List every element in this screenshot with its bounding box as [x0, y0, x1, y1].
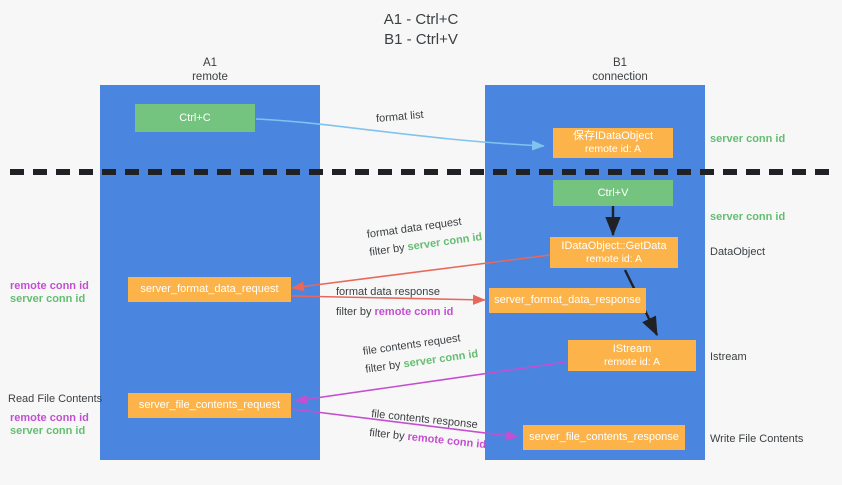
node-ctrl-v[interactable]: Ctrl+V — [553, 180, 673, 206]
filter-prefix: filter by — [336, 306, 375, 318]
node-istream-line2: remote id: A — [603, 355, 661, 368]
node-save-dataobject[interactable]: 保存IDataObject remote id: A — [553, 128, 673, 158]
page-title: A1 - Ctrl+C B1 - Ctrl+V — [0, 10, 842, 50]
node-getdata-line2: remote id: A — [585, 252, 643, 265]
annotation-istream: Istream — [710, 351, 747, 363]
column-header-a1-role: remote — [192, 71, 228, 83]
filter-prefix: filter by — [368, 241, 409, 259]
edge-label-format-data-response: format data response — [336, 286, 440, 298]
annotation-read-file-contents: Read File Contents — [8, 393, 103, 405]
column-header-b1: B1 connection — [530, 56, 710, 84]
edge-label-format-list: format list — [375, 108, 425, 126]
node-istream-line1: IStream — [612, 342, 652, 355]
annotation-server-conn-id-mid-left: server conn id — [10, 293, 86, 305]
node-server-file-contents-request-label: server_file_contents_request — [138, 399, 281, 411]
annotation-write-file-contents: Write File Contents — [710, 433, 804, 445]
filter-prefix: filter by — [364, 358, 405, 376]
node-server-file-contents-response-label: server_file_contents_response — [529, 431, 679, 443]
node-server-format-data-request[interactable]: server_format_data_request — [128, 277, 291, 302]
column-header-b1-role: connection — [592, 71, 648, 83]
edge-label-file-contents-request-group: file contents request filter by server c… — [362, 329, 479, 377]
title-line-2: B1 - Ctrl+V — [384, 31, 458, 48]
annotation-dataobject: DataObject — [710, 246, 766, 258]
edge-label-format-data-request-group: format data request filter by server con… — [366, 212, 483, 260]
edge-label-format-data-response-filter: filter by remote conn id — [336, 305, 453, 319]
column-header-a1-name: A1 — [202, 57, 218, 69]
annotation-server-conn-id-mid: server conn id — [710, 211, 786, 223]
node-ctrl-c[interactable]: Ctrl+C — [135, 104, 255, 132]
filter-prefix: filter by — [368, 426, 409, 443]
node-server-format-data-request-label: server_format_data_request — [140, 283, 279, 295]
node-save-dataobject-line2: remote id: A — [584, 143, 642, 155]
annotation-remote-conn-id-mid: remote conn id — [10, 280, 89, 292]
node-getdata-line1: IDataObject::GetData — [561, 239, 667, 252]
node-istream[interactable]: IStream remote id: A — [568, 340, 696, 371]
annotation-server-conn-id-top: server conn id — [710, 133, 786, 145]
filter-value-remote-conn-id: remote conn id — [406, 430, 487, 452]
node-server-format-data-response-label: server_format_data_response — [494, 294, 641, 306]
node-save-dataobject-line1: 保存IDataObject — [572, 130, 654, 142]
node-server-file-contents-request[interactable]: server_file_contents_request — [128, 393, 291, 418]
edge-label-file-contents-response-group: file contents response filter by remote … — [369, 407, 489, 452]
node-ctrl-v-label: Ctrl+V — [597, 186, 629, 199]
column-header-b1-name: B1 — [612, 57, 628, 69]
node-getdata[interactable]: IDataObject::GetData remote id: A — [550, 237, 678, 268]
node-server-file-contents-response[interactable]: server_file_contents_response — [523, 425, 685, 450]
node-server-format-data-response[interactable]: server_format_data_response — [489, 288, 646, 313]
filter-value-remote-conn-id: remote conn id — [374, 306, 454, 318]
edge-label-format-data-response-group: format data response filter by remote co… — [336, 285, 453, 319]
title-line-1: A1 - Ctrl+C — [383, 11, 459, 28]
column-header-a1: A1 remote — [120, 56, 300, 84]
annotation-server-conn-id-bottom: server conn id — [10, 425, 86, 437]
node-ctrl-c-label: Ctrl+C — [179, 111, 211, 124]
annotation-remote-conn-id-bottom: remote conn id — [10, 412, 89, 424]
